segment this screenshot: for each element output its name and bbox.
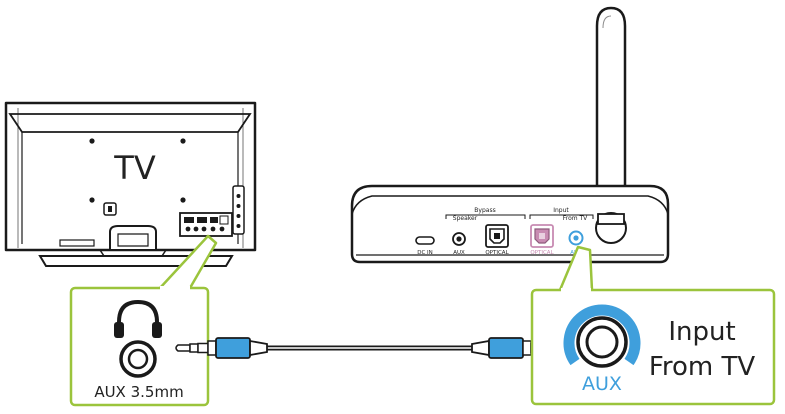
right-callout-pointer [558,245,594,291]
antenna [595,6,627,216]
right-port-label: AUX [582,373,622,395]
aux-bypass-label: AUX [453,250,465,256]
optical-input-label: OPTICAL [530,250,554,256]
bypass-label-line1: Bypass [474,207,495,214]
dc-in-port [415,236,435,245]
headphone-icon [114,299,162,338]
right-title-line1: Input [668,317,735,347]
tv-aux-jack-icon [119,340,157,378]
optical-bypass-label: OPTICAL [485,250,509,256]
input-label-line2: From TV [563,215,588,222]
aux-cable [175,337,562,359]
left-port-label: AUX 3.5mm [94,383,183,401]
left-callout-pointer [159,234,218,289]
cable-plug-left [175,337,268,359]
tv-label: TV [113,149,156,187]
tv-back [4,101,257,267]
optical-bypass-port [485,224,509,248]
dc-in-label: DC IN [417,250,433,256]
bypass-label-line2: Speaker [453,215,478,222]
right-title-line2: From TV [649,352,756,382]
transmitter-device [350,6,670,264]
input-label-line1: Input [553,207,569,214]
aux-input-jack-icon [563,304,641,368]
optical-input-port [530,224,554,248]
